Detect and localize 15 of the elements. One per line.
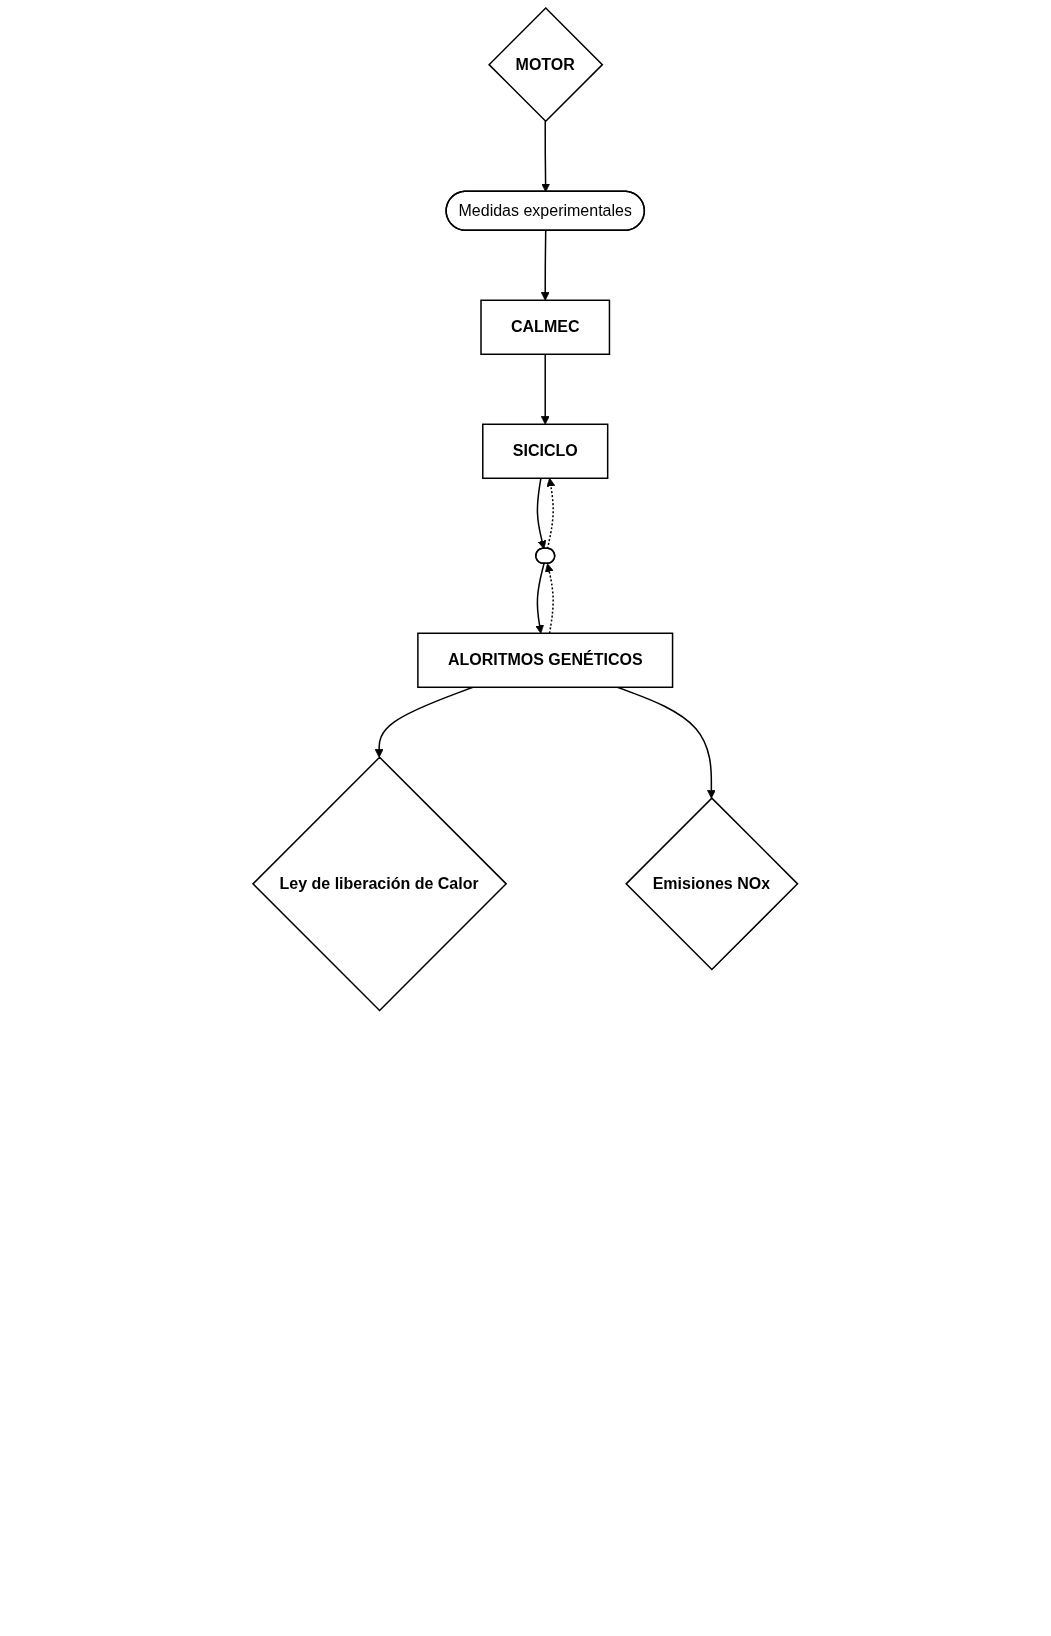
arrow	[374, 686, 474, 758]
arrow	[617, 686, 716, 799]
node-box: ALORITMOS GENÉTICOS	[417, 632, 674, 688]
node-box: CALMEC	[480, 299, 611, 355]
arrow	[541, 120, 551, 193]
node-diamond: Emisiones NOx	[625, 797, 799, 971]
arrow	[546, 477, 556, 550]
arrow	[541, 230, 550, 301]
arrow	[536, 477, 547, 550]
node-diamond: Ley de liberación de Calor	[252, 756, 508, 1012]
arrow	[545, 563, 555, 634]
node-diamond: MOTOR	[488, 6, 604, 123]
arrow	[535, 563, 545, 634]
node-box: SICICLO	[482, 423, 609, 479]
arrow	[541, 353, 550, 425]
